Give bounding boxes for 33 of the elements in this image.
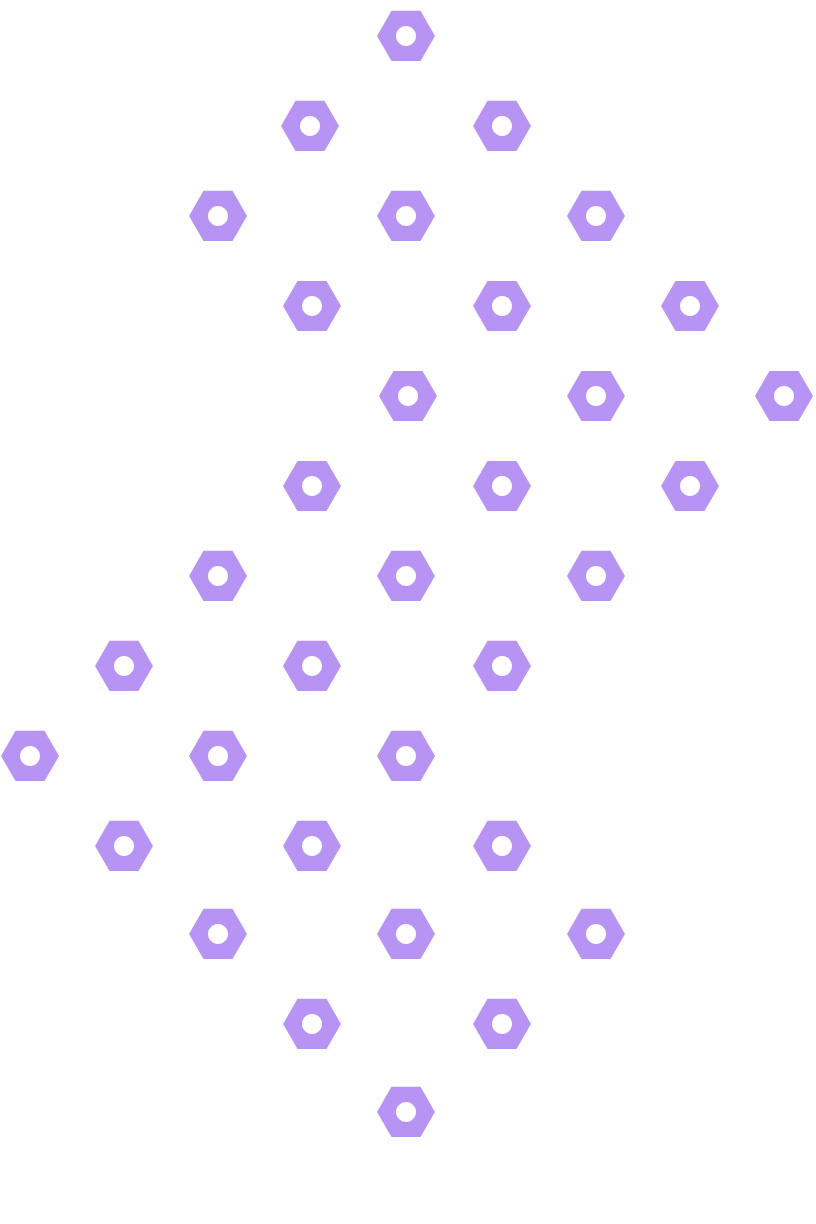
hexagon-ring xyxy=(473,640,531,692)
hexagon-ring xyxy=(377,10,435,62)
hexagon-ring xyxy=(567,370,625,422)
hexagon-ring xyxy=(283,998,341,1050)
hexagon-ring xyxy=(377,908,435,960)
hexagon-ring xyxy=(189,908,247,960)
hexagon-ring xyxy=(473,100,531,152)
hexagon-ring xyxy=(1,730,59,782)
hexagon-ring xyxy=(283,820,341,872)
hexagon-ring xyxy=(95,640,153,692)
hexagon-ring xyxy=(377,550,435,602)
hexagon-ring xyxy=(661,460,719,512)
hexagon-ring xyxy=(377,730,435,782)
hexagon-ring xyxy=(281,100,339,152)
hexagon-ring xyxy=(189,550,247,602)
hexagon-ring xyxy=(283,640,341,692)
hexagon-ring xyxy=(473,820,531,872)
hexagon-ring xyxy=(567,908,625,960)
hexagon-ring xyxy=(755,370,813,422)
hexagon-ring xyxy=(283,460,341,512)
hexagon-ring xyxy=(567,550,625,602)
hexagon-ring xyxy=(473,280,531,332)
hexagon-ring xyxy=(283,280,341,332)
hexagon-ring xyxy=(377,1086,435,1138)
hexagon-ring xyxy=(473,998,531,1050)
hexagon-ring xyxy=(473,460,531,512)
hexagon-ring xyxy=(189,190,247,242)
hexagon-ring xyxy=(95,820,153,872)
hexagon-ring xyxy=(567,190,625,242)
hexagon-ring xyxy=(379,370,437,422)
hexagon-ring xyxy=(189,730,247,782)
hexagon-ring xyxy=(377,190,435,242)
hexagon-ring xyxy=(661,280,719,332)
